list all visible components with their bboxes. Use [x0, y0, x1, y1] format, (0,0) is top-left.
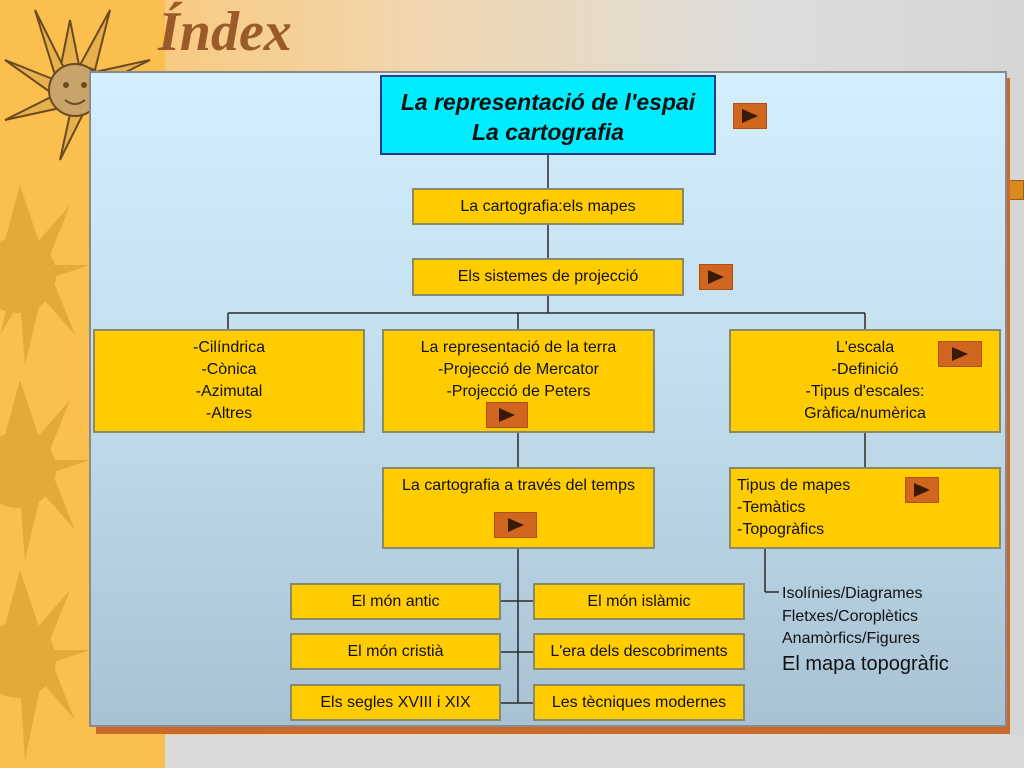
box-segles[interactable]: Els segles XVIII i XIX [290, 684, 501, 721]
box-terra-line: -Projecció de Mercator [438, 361, 599, 378]
play-arrow-icon [499, 408, 515, 422]
nav-button-tipus[interactable] [905, 477, 939, 503]
bottom-decor-strip [165, 735, 1024, 768]
box-escala-line: -Tipus d'escales: [805, 383, 925, 400]
nav-button-cartografia[interactable] [733, 103, 767, 129]
box-terra-line: La representació de la terra [420, 339, 617, 356]
box-terra-line: -Projecció de Peters [446, 383, 591, 400]
nav-button-escala[interactable] [938, 341, 982, 367]
box-era-descobriments[interactable]: L'era dels descobriments [533, 633, 745, 670]
play-arrow-icon [914, 483, 930, 497]
box-escala-line: Gràfica/numèrica [804, 405, 926, 422]
box-tipus-line: -Topogràfics [737, 521, 825, 538]
box-tipus-line: Tipus de mapes [737, 477, 851, 494]
map-types-notes: Isolínies/Diagrames Fletxes/Coroplètics … [782, 583, 949, 677]
box-temps-label: La cartografia a través del temps [401, 477, 635, 494]
sun-icon [0, 380, 90, 560]
note-line: Fletxes/Coroplètics [782, 607, 919, 625]
play-arrow-icon [708, 270, 724, 284]
box-tecniques[interactable]: Les tècniques modernes [533, 684, 745, 721]
box-tipus-line: -Temàtics [737, 499, 806, 516]
box-cilindrica-line: -Cònica [201, 361, 257, 378]
play-arrow-icon [507, 518, 524, 532]
box-mon-islamic[interactable]: El món islàmic [533, 583, 745, 620]
box-mon-cristia-label: El món cristià [347, 643, 444, 660]
top-title-box: La representació de l'espai La cartograf… [380, 75, 716, 155]
nav-button-sistemes[interactable] [699, 264, 733, 290]
box-mon-antic-label: El món antic [351, 593, 440, 610]
play-arrow-icon [742, 109, 758, 123]
box-sistemes-label: Els sistemes de projecció [457, 268, 639, 285]
box-segles-label: Els segles XVIII i XIX [320, 694, 471, 711]
box-escala-line: -Definició [831, 361, 899, 378]
box-cilindrica-line: -Azimutal [195, 383, 263, 400]
note-line: Isolínies/Diagrames [782, 585, 923, 602]
top-title-line2: La cartografia [471, 119, 625, 145]
box-tecniques-label: Les tècniques modernes [551, 694, 727, 711]
sun-icon [0, 185, 90, 365]
box-escala-line: L'escala [835, 339, 895, 356]
box-mapes[interactable]: La cartografia:els mapes [412, 188, 684, 225]
box-sistemes[interactable]: Els sistemes de projecció [412, 258, 684, 296]
box-cilindrica[interactable]: -Cilíndrica -Cònica -Azimutal -Altres [93, 329, 365, 433]
nav-button-terra[interactable] [486, 402, 528, 428]
box-era-descobriments-label: L'era dels descobriments [550, 643, 728, 660]
box-cilindrica-line: -Cilíndrica [192, 339, 265, 356]
box-tipus[interactable]: Tipus de mapes -Temàtics -Topogràfics [729, 467, 1001, 549]
nav-button-temps[interactable] [494, 512, 537, 538]
sun-icon [0, 570, 90, 760]
page-title: Índex [158, 1, 292, 63]
top-title-line1: La representació de l'espai [400, 89, 696, 115]
note-line-topografic: El mapa topogràfic [782, 652, 949, 675]
box-mon-cristia[interactable]: El món cristià [290, 633, 501, 670]
box-mapes-label: La cartografia:els mapes [460, 198, 636, 215]
box-mon-islamic-label: El món islàmic [587, 593, 691, 610]
box-cilindrica-line: -Altres [205, 405, 253, 422]
play-arrow-icon [952, 347, 968, 361]
note-line: Anamòrfics/Figures [782, 630, 920, 647]
box-mon-antic[interactable]: El món antic [290, 583, 501, 620]
